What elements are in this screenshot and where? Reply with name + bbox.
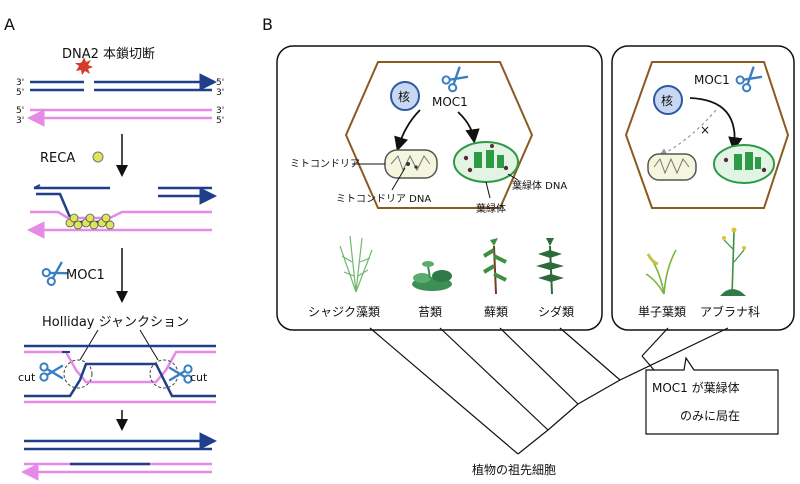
group-label: アブラナ科 <box>700 304 760 319</box>
fern-icon <box>536 238 564 295</box>
moc1-label-right: MOC1 <box>694 73 730 87</box>
scissors-icon <box>168 364 193 384</box>
group-label: シャジク藻類 <box>308 305 380 319</box>
dna-duplex-template <box>27 108 212 127</box>
junction-circle <box>63 359 93 389</box>
blocked-mark: × <box>700 123 710 137</box>
end-label: 5' <box>16 106 24 116</box>
leader-line <box>507 173 519 181</box>
moss-icon <box>482 238 507 295</box>
dna-duplex-broken <box>30 73 217 92</box>
moc1-label-left: MOC1 <box>432 95 468 109</box>
moc1-label-a: MOC1 <box>66 268 105 283</box>
mitochondrion <box>647 153 697 181</box>
scissors-icon <box>733 64 764 94</box>
nucleus <box>390 81 420 111</box>
group-label: 苔類 <box>418 305 442 319</box>
blocked-arrow <box>657 109 717 158</box>
scissors-icon <box>39 362 64 382</box>
cell-outline <box>344 61 534 209</box>
reca-label: RECA <box>40 151 75 166</box>
red-burst-icon <box>75 57 93 75</box>
group-label: 蘚類 <box>484 305 508 319</box>
group-label: 単子葉類 <box>638 305 686 319</box>
end-label: 3' <box>16 78 24 88</box>
scissors-icon <box>40 259 70 288</box>
left-group-box <box>276 45 603 331</box>
charophyte-icon <box>339 235 373 293</box>
cell-outline <box>624 61 790 209</box>
leader-line <box>391 167 406 191</box>
chloroplast <box>713 144 775 184</box>
chloroplast-dna-label: 葉緑体 DNA <box>512 179 567 192</box>
reca-filament <box>65 213 115 230</box>
panel-b-letter: B <box>262 15 273 34</box>
cut-label-right: cut <box>190 371 208 384</box>
target-arrow <box>689 97 743 152</box>
end-label: 3' <box>216 88 224 98</box>
callout-box <box>645 356 779 435</box>
end-label: 5' <box>216 78 224 88</box>
reca-protein-icon <box>92 151 104 163</box>
nucleus <box>653 85 683 115</box>
callout-line-2: のみに局在 <box>680 409 740 423</box>
leader-line <box>485 181 491 199</box>
nucleus-label: 核 <box>661 94 673 108</box>
phylogenetic-tree <box>369 327 729 455</box>
target-arrow <box>394 109 421 152</box>
mito-dna-label: ミトコンドリア DNA <box>336 194 431 205</box>
holliday-junction <box>24 344 216 404</box>
panel-a-letter: A <box>4 15 15 34</box>
brassica-icon <box>720 227 746 297</box>
mito-label: ミトコンドリア <box>290 159 360 170</box>
end-label: 3' <box>16 116 24 126</box>
dna2-label: DNA2 本鎖切断 <box>62 46 155 62</box>
scissors-icon <box>439 64 470 94</box>
chloroplast-label: 葉緑体 <box>476 202 506 215</box>
end-label: 5' <box>216 116 224 126</box>
holliday-label: Holliday ジャンクション <box>42 315 189 330</box>
right-group-box <box>611 45 795 331</box>
cut-label-left: cut <box>18 371 36 384</box>
root-label: 植物の祖先細胞 <box>472 462 556 477</box>
chloroplast <box>453 141 519 183</box>
target-arrow <box>457 111 480 144</box>
strand-invasion <box>27 184 217 239</box>
end-label: 5' <box>16 88 24 98</box>
callout-line-1: MOC1 が葉緑体 <box>652 380 740 395</box>
recombination-products <box>21 432 217 481</box>
nucleus-label: 核 <box>398 90 410 104</box>
mitochondrion <box>384 149 438 179</box>
end-label: 3' <box>216 106 224 116</box>
monocot-icon <box>645 249 677 295</box>
liverwort-icon <box>412 261 452 291</box>
group-label: シダ類 <box>538 304 574 319</box>
